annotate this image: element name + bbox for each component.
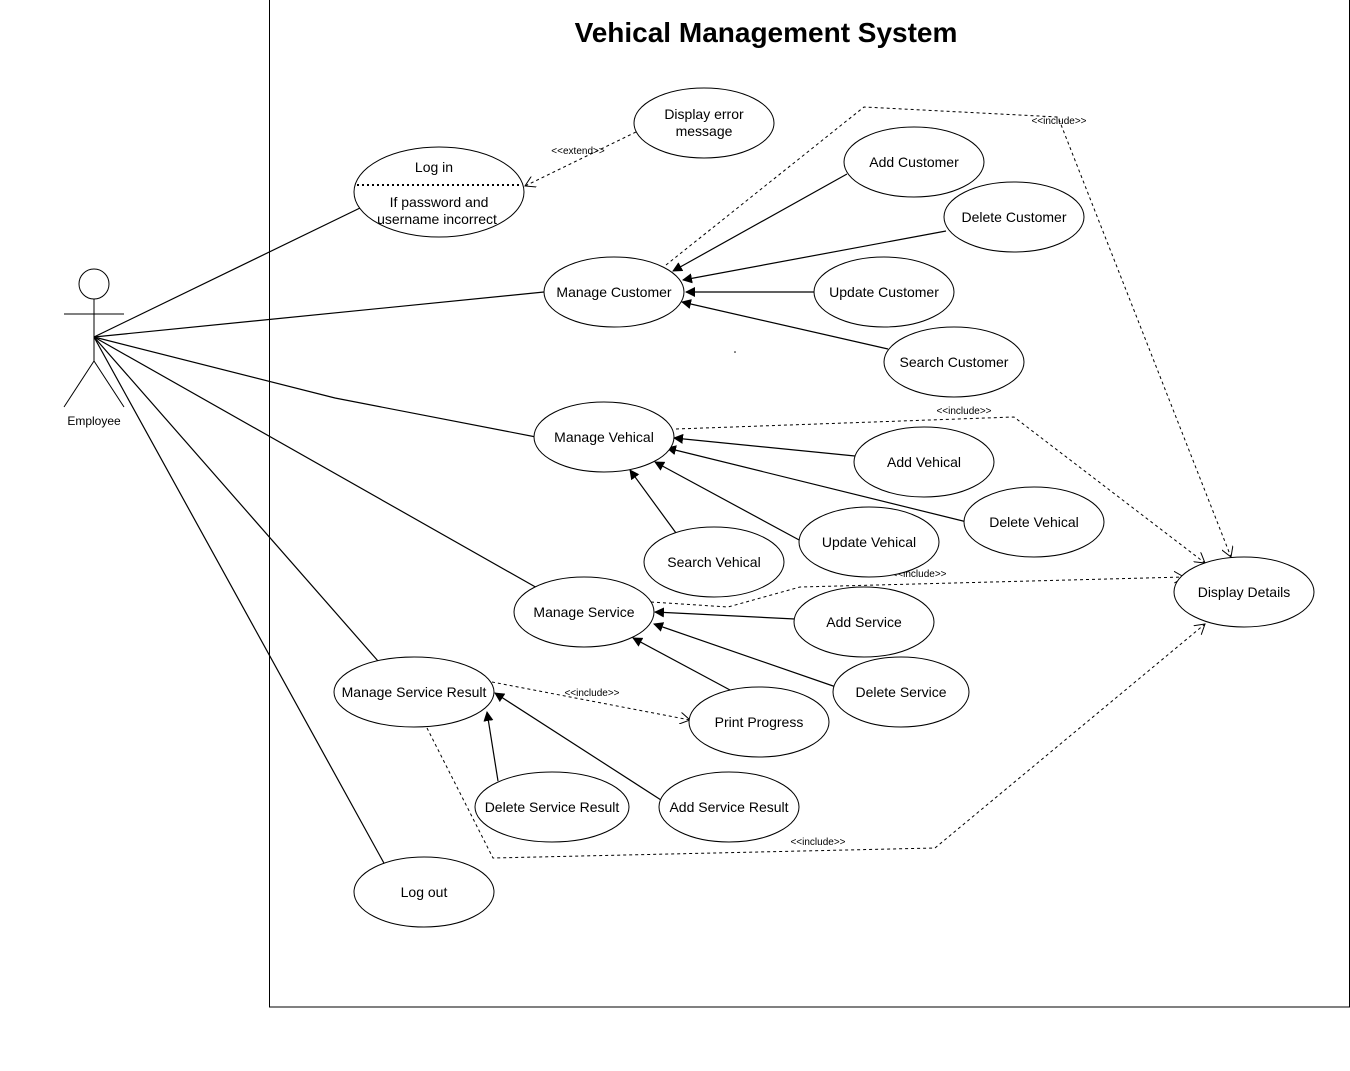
use-case-manage-vehical-label: Manage Vehical [554,429,654,445]
actor-right-leg [93,360,125,408]
use-case-login[interactable]: Log in If password and username incorrec… [353,146,525,238]
arrow-delete-service [653,622,837,688]
include-label-print: <<include>> [564,688,619,699]
use-case-delete-vehical-label: Delete Vehical [989,514,1079,530]
use-case-display-details-label: Display Details [1198,584,1291,600]
stray-dot [734,351,736,353]
arrow-add-vehical [673,433,856,457]
use-case-update-customer-label: Update Customer [829,284,939,300]
use-case-delete-service[interactable]: Delete Service [832,656,970,728]
assoc-manage-vehical [93,336,537,438]
use-case-login-label: Log in [415,159,453,175]
arrow-search-customer [681,299,889,350]
actor-head [78,268,110,300]
arrow-print-progress [632,637,731,691]
use-case-delete-vehical[interactable]: Delete Vehical [963,486,1105,558]
arrow-add-service [654,607,796,620]
use-case-update-vehical-label: Update Vehical [822,534,916,550]
use-case-print-progress[interactable]: Print Progress [688,686,830,758]
arrow-search-vehical [629,469,677,534]
use-case-search-customer-label: Search Customer [900,354,1009,370]
sub-use-case-arrows [483,173,968,801]
use-case-manage-customer-label: Manage Customer [556,284,672,300]
use-case-display-error-line1: Display error [664,106,744,122]
use-case-search-vehical[interactable]: Search Vehical [643,526,785,598]
include-vehical-details [675,416,1205,563]
arrow-update-vehical [654,461,802,542]
use-case-delete-service-result[interactable]: Delete Service Result [474,771,630,843]
assoc-manage-customer [93,291,545,338]
use-case-display-details[interactable]: Display Details [1173,556,1315,628]
extend-display-error [525,131,637,186]
extend-label: <<extend>> [551,146,605,157]
use-case-add-vehical[interactable]: Add Vehical [853,426,995,498]
use-case-login-condition-2: username incorrect [377,211,497,227]
use-case-update-customer[interactable]: Update Customer [813,256,955,328]
use-case-search-customer[interactable]: Search Customer [883,326,1025,398]
use-case-print-progress-label: Print Progress [715,714,804,730]
use-case-login-condition-1: If password and [390,194,489,210]
arrow-add-customer [672,173,848,272]
arrow-delete-customer [682,230,947,284]
use-case-manage-service-result-label: Manage Service Result [342,684,487,700]
include-label-customer: <<include>> [1031,116,1086,127]
use-case-add-service[interactable]: Add Service [793,586,935,658]
use-case-update-vehical[interactable]: Update Vehical [798,506,940,578]
include-customer-details [665,106,1231,557]
include-service-details [650,577,1184,608]
use-case-manage-service-result[interactable]: Manage Service Result [333,656,495,728]
use-case-manage-customer[interactable]: Manage Customer [543,256,685,328]
actor-employee[interactable]: Employee [63,268,125,428]
actor-associations [93,207,545,866]
use-case-delete-customer[interactable]: Delete Customer [943,181,1085,253]
use-case-add-vehical-label: Add Vehical [887,454,961,470]
use-case-log-out[interactable]: Log out [353,856,495,928]
assoc-manage-service-result [93,336,379,662]
use-case-manage-vehical[interactable]: Manage Vehical [533,401,675,473]
dependency-arrows: <<extend>> <<include>> <<include>> <<inc… [426,106,1231,859]
assoc-manage-service [93,336,540,590]
use-case-log-out-label: Log out [401,884,448,900]
use-case-search-vehical-label: Search Vehical [667,554,760,570]
use-case-manage-service-label: Manage Service [533,604,634,620]
arrow-delete-vehical [666,445,968,523]
use-case-add-service-result-label: Add Service Result [669,799,788,815]
arrow-add-service-result [494,692,662,801]
actor-label: Employee [67,414,121,428]
use-case-display-error-line2: message [676,123,733,139]
use-case-add-customer-label: Add Customer [869,154,959,170]
use-case-delete-customer-label: Delete Customer [961,209,1066,225]
use-case-add-service-label: Add Service [826,614,902,630]
actor-left-leg [63,360,95,408]
arrow-delete-service-result [483,711,499,782]
use-case-delete-service-label: Delete Service [855,684,946,700]
use-case-manage-service[interactable]: Manage Service [513,576,655,648]
include-label-service-result: <<include>> [790,837,845,848]
diagram-title: Vehical Management System [575,17,958,48]
assoc-log-out [93,336,386,866]
include-print-progress [491,681,690,720]
assoc-login [93,207,361,338]
include-label-vehical: <<include>> [936,406,991,417]
use-case-display-error[interactable]: Display error message [633,87,775,159]
include-service-result-details [426,624,1205,859]
include-label-service: <<include>> [891,569,946,580]
use-case-add-service-result[interactable]: Add Service Result [658,771,800,843]
use-case-add-customer[interactable]: Add Customer [843,126,985,198]
use-case-delete-service-result-label: Delete Service Result [485,799,620,815]
